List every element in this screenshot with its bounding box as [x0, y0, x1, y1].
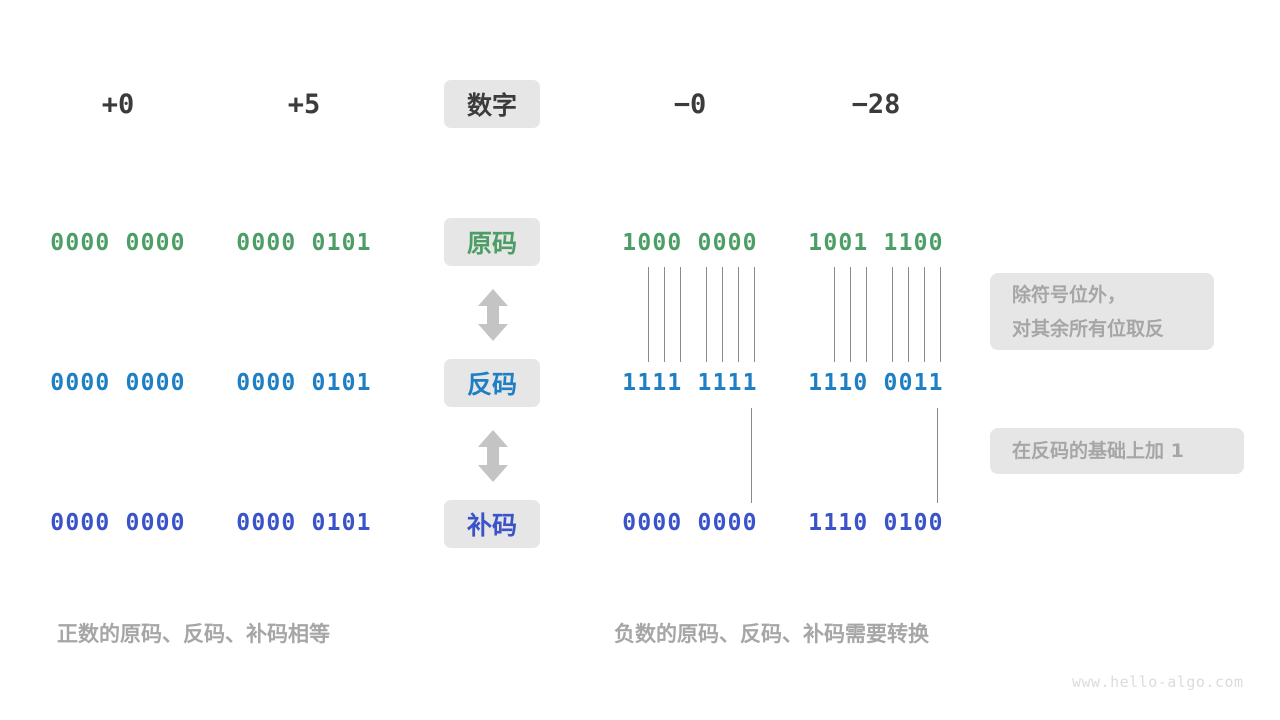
bit-connector-line: [664, 267, 665, 362]
bit-connector-line: [924, 267, 925, 362]
header-value-neg-twentyeight: −28: [851, 88, 901, 120]
ones-complement-neg-zero: 1111 1111: [622, 370, 758, 396]
ones-complement-pos-five: 0000 0101: [236, 370, 372, 396]
sign-magnitude-pos-five: 0000 0101: [236, 230, 372, 256]
header-value-pos-five: +5: [287, 88, 321, 120]
twos-complement-neg-twentyeight: 1110 0100: [808, 510, 944, 536]
bit-connector-line: [834, 267, 835, 362]
header-value-neg-zero: −0: [673, 88, 707, 120]
bit-connector-line: [738, 267, 739, 362]
row-pill-sign-magnitude: 原码: [444, 218, 540, 266]
caption-positive: 正数的原码、反码、补码相等: [57, 622, 330, 646]
bit-connector-line: [680, 267, 681, 362]
twos-complement-pos-five: 0000 0101: [236, 510, 372, 536]
note-invert-bits-line-1: 除符号位外，: [1012, 283, 1127, 306]
bit-connector-line: [722, 267, 723, 362]
twos-complement-pos-zero: 0000 0000: [50, 510, 186, 536]
bit-connector-line: [908, 267, 909, 362]
row-pill-ones-complement: 反码: [444, 359, 540, 407]
bit-connector-line: [892, 267, 893, 362]
double-arrow-icon-ones-to-twos: [474, 430, 512, 482]
note-add-one-line-1: 在反码的基础上加 1: [1012, 440, 1184, 462]
note-invert-bits: 除符号位外， 对其余所有位取反: [990, 273, 1214, 350]
bit-connector-line: [866, 267, 867, 362]
twos-complement-neg-zero: 0000 0000: [622, 510, 758, 536]
bit-connector-line: [754, 267, 755, 362]
bit-connector-line: [648, 267, 649, 362]
ones-complement-neg-twentyeight: 1110 0011: [808, 370, 944, 396]
note-invert-bits-line-2: 对其余所有位取反: [1012, 317, 1165, 340]
ones-complement-pos-zero: 0000 0000: [50, 370, 186, 396]
header-pill-number: 数字: [444, 80, 540, 128]
carry-connector-line: [751, 408, 752, 503]
bit-connector-line: [706, 267, 707, 362]
carry-connector-line: [937, 408, 938, 503]
row-pill-twos-complement: 补码: [444, 500, 540, 548]
note-add-one: 在反码的基础上加 1: [990, 428, 1244, 474]
bit-connector-line: [850, 267, 851, 362]
double-arrow-icon-sign-to-ones: [474, 289, 512, 341]
caption-negative: 负数的原码、反码、补码需要转换: [614, 622, 929, 646]
sign-magnitude-pos-zero: 0000 0000: [50, 230, 186, 256]
sign-magnitude-neg-zero: 1000 0000: [622, 230, 758, 256]
header-value-pos-zero: +0: [101, 88, 135, 120]
sign-magnitude-neg-twentyeight: 1001 1100: [808, 230, 944, 256]
watermark: www.hello-algo.com: [1072, 673, 1244, 691]
bit-connector-line: [940, 267, 941, 362]
